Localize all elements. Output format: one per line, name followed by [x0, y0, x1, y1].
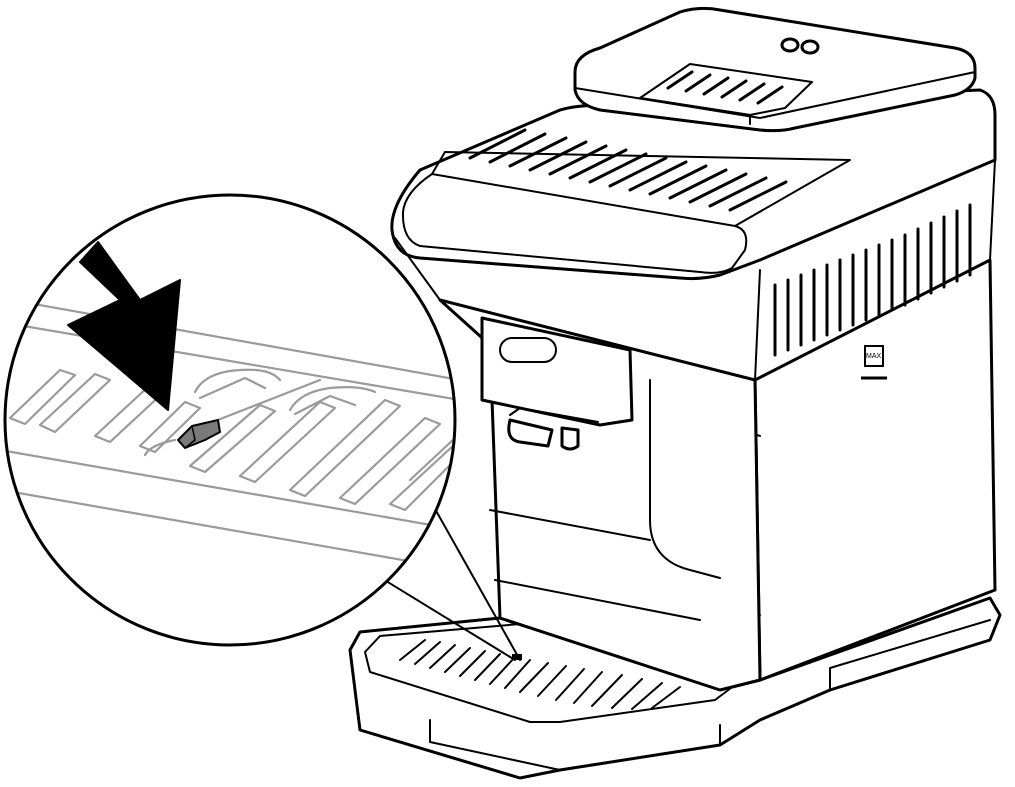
- side-vents: [773, 203, 972, 357]
- float-housing: [143, 368, 377, 457]
- magnifier-ring: [3, 193, 457, 647]
- coffee-machine: MAX: [348, 6, 1002, 780]
- drip-tray: [364, 623, 736, 723]
- hopper-slots: [666, 70, 784, 105]
- down-arrow-icon: [67, 241, 181, 411]
- top-vents: [468, 128, 788, 212]
- float-indicator-small: [512, 654, 522, 660]
- coffee-spout-left: [507, 418, 554, 448]
- drip-tray-grille: [399, 639, 681, 710]
- coffee-bean-logo: [780, 37, 820, 55]
- spout-light: [499, 337, 557, 363]
- water-tank-max-label: MAX: [861, 345, 887, 380]
- magnifier-callout: [3, 193, 457, 647]
- control-panel: [401, 173, 748, 274]
- coffee-spout-right: [560, 426, 580, 451]
- max-label-text: MAX: [866, 353, 882, 360]
